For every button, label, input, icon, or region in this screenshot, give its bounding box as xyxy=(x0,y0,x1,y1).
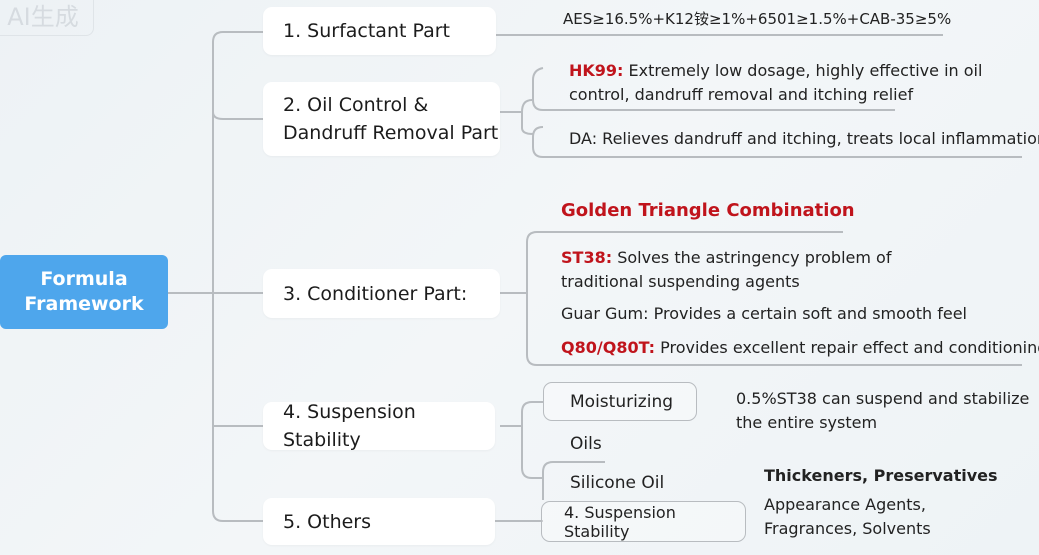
suspension-note: 0.5%ST38 can suspend and stabilize the e… xyxy=(736,387,1029,435)
guar-gum-item: Guar Gum: Provides a certain soft and sm… xyxy=(561,304,967,323)
others-heading: Thickeners, Preservatives xyxy=(764,466,998,485)
hk99-line1: Extremely low dosage, highly effective i… xyxy=(623,61,983,80)
branch-suspension-stability[interactable]: 4. Suspension Stability xyxy=(263,401,495,451)
oils-item: Oils xyxy=(570,434,602,454)
da-item: DA: Relieves dandruff and itching, treat… xyxy=(569,129,1039,148)
st38-item: ST38: Solves the astringency problem of … xyxy=(561,246,891,294)
note-line2: the entire system xyxy=(736,413,878,432)
silicone-oil-item: Silicone Oil xyxy=(570,473,665,493)
q80-item: Q80/Q80T: Provides excellent repair effe… xyxy=(561,336,1039,360)
q80-key: Q80/Q80T: xyxy=(561,338,656,357)
note-line1: 0.5%ST38 can suspend and stabilize xyxy=(736,389,1030,408)
hk99-line2: control, dandruff removal and itching re… xyxy=(569,85,914,104)
branch-surfactant-part[interactable]: 1. Surfactant Part xyxy=(263,7,496,55)
root-label-line2: Framework xyxy=(24,293,144,315)
branch-label: 5. Others xyxy=(283,510,372,533)
others-line1: Appearance Agents, xyxy=(764,495,926,514)
branch-oil-control[interactable]: 2. Oil Control & Dandruff Removal Part xyxy=(263,82,500,156)
others-line2: Fragrances, Solvents xyxy=(764,519,931,538)
golden-triangle-title: Golden Triangle Combination xyxy=(561,200,855,221)
branch-label: 4. Suspension Stability xyxy=(283,401,416,451)
hk99-key: HK99: xyxy=(569,61,624,80)
moisturizing-box[interactable]: Moisturizing xyxy=(543,382,697,421)
ai-generated-watermark: AI生成 xyxy=(0,0,94,36)
surfactant-detail: AES≥16.5%+K12铵≥1%+6501≥1.5%+CAB-35≥5% xyxy=(563,10,952,28)
branch-others[interactable]: 5. Others xyxy=(263,498,495,545)
st38-line2: traditional suspending agents xyxy=(561,272,800,291)
hk99-item: HK99: Extremely low dosage, highly effec… xyxy=(569,59,982,107)
q80-line1: Provides excellent repair effect and con… xyxy=(655,338,1039,357)
st38-key: ST38: xyxy=(561,248,613,267)
root-label-line1: Formula xyxy=(40,268,128,290)
moisturizing-label: Moisturizing xyxy=(570,391,674,412)
branch-label-line1: 2. Oil Control & xyxy=(283,94,429,116)
others-sub-label: 4. Suspension Stability xyxy=(564,502,676,541)
branch-conditioner-part[interactable]: 3. Conditioner Part: xyxy=(263,269,500,318)
st38-line1: Solves the astringency problem of xyxy=(612,248,892,267)
branch-label-line2: Dandruff Removal Part xyxy=(283,122,499,144)
branch-label: 3. Conditioner Part: xyxy=(283,282,468,305)
others-sub-box[interactable]: 4. Suspension Stability xyxy=(541,501,746,542)
others-list: Appearance Agents, Fragrances, Solvents xyxy=(764,493,931,541)
branch-label: 1. Surfactant Part xyxy=(283,20,450,42)
